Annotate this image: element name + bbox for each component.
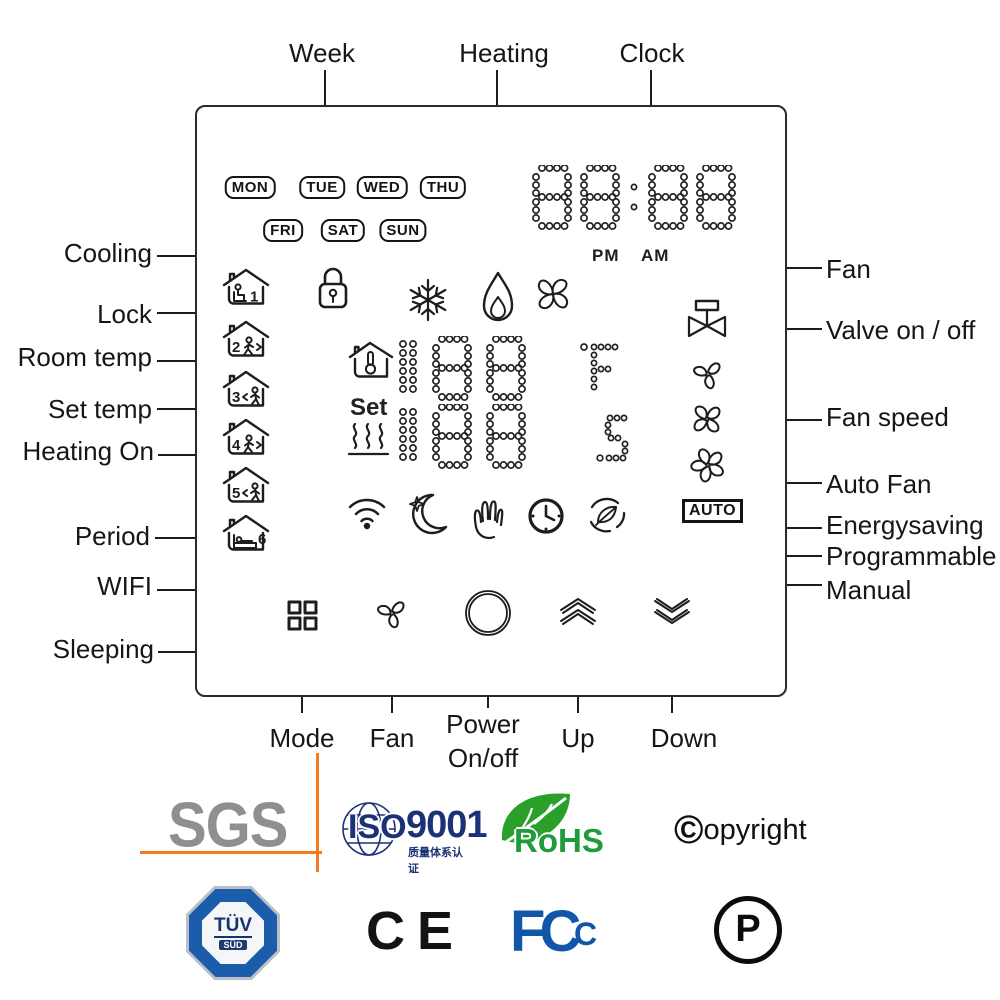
callout-heating-on: Heating On	[22, 436, 154, 466]
day-badge-wed: WED	[356, 176, 408, 199]
am-indicator: AM	[641, 246, 670, 265]
clock-programmable-icon	[525, 495, 567, 537]
rohs-logo: RoHS	[492, 786, 612, 870]
callout-fan: Fan	[826, 254, 871, 284]
down-chevrons-icon	[652, 598, 692, 628]
pm-indicator: PM	[592, 246, 620, 265]
callout-fan-bottom: Fan	[369, 723, 415, 753]
tuv-sud-logo: TÜV SÜD	[186, 886, 280, 980]
callout-down: Down	[650, 723, 718, 753]
callout-cooling: Cooling	[63, 238, 152, 268]
room-temp-house-icon	[348, 340, 394, 380]
wifi-icon	[346, 492, 388, 530]
tuv-sud-text: SÜD	[219, 939, 247, 950]
callout-clock: Clock	[619, 38, 685, 68]
house-period-4-icon: 4	[222, 416, 286, 456]
temp-unit-f	[580, 340, 622, 398]
iso-text: ISO	[348, 808, 407, 846]
mode-grid-icon	[287, 600, 319, 632]
callout-period: Period	[74, 521, 150, 551]
callout-heating: Heating	[459, 38, 549, 68]
day-badge-sun: SUN	[379, 219, 427, 242]
house-period-3-icon: 3	[222, 368, 286, 408]
heating-on-waves-icon	[348, 423, 392, 457]
up-chevrons-icon	[558, 596, 598, 626]
thermostat-panel	[195, 105, 787, 697]
callout-set-temp: Set temp	[47, 394, 152, 424]
callout-programmable: Programmable	[826, 541, 997, 571]
temp-display-row1	[398, 336, 540, 402]
day-badge-thu: THU	[419, 176, 467, 199]
auto-fan-badge: AUTO	[682, 499, 744, 523]
callout-energysaving: Energysaving	[826, 510, 984, 540]
house-period-6-icon: 6	[222, 512, 286, 552]
iso-chinese-caption: 质量体系认证	[408, 847, 463, 875]
fan-speed-high-icon	[684, 442, 732, 488]
callout-wifi: WIFI	[97, 571, 152, 601]
day-badge-tue: TUE	[299, 176, 345, 199]
callout-auto-fan: Auto Fan	[826, 469, 932, 499]
p-letter: P	[735, 907, 761, 950]
clock-display	[532, 165, 744, 231]
svg-text:5: 5	[232, 485, 240, 502]
flame-heating-icon	[477, 269, 519, 327]
iso-number: 9001	[406, 804, 488, 846]
day-badge-mon: MON	[224, 176, 276, 199]
fcc-inner-c: C	[574, 916, 598, 952]
set-label: Set	[350, 394, 388, 421]
svg-text:6: 6	[258, 531, 266, 548]
copyright-logo: ©opyright	[674, 808, 807, 853]
house-period-5-icon: 5	[222, 464, 286, 504]
moon-sleeping-icon	[408, 492, 448, 538]
house-period-2-icon: 2	[222, 318, 286, 358]
sgs-accent-horizontal	[140, 851, 322, 854]
iso9001-logo: ISO 9001 质量体系认证	[340, 796, 488, 875]
callout-mode: Mode	[269, 723, 335, 753]
svg-text:4: 4	[232, 437, 241, 454]
day-badge-fri: FRI	[263, 219, 303, 242]
callout-fan-speed: Fan speed	[826, 402, 949, 432]
temp-unit-5	[596, 408, 638, 466]
svg-text:1: 1	[250, 289, 258, 306]
tuv-text: TÜV	[214, 915, 252, 938]
snowflake-cooling-icon	[405, 275, 451, 325]
rohs-text: RoHS	[514, 822, 604, 859]
leader-auto-fan-h2	[756, 482, 822, 484]
callout-week: Week	[289, 38, 355, 68]
copyright-text: opyright	[703, 814, 807, 846]
callout-manual: Manual	[826, 575, 912, 605]
callout-power-line2: On/off	[447, 743, 519, 773]
fan-icon	[531, 272, 575, 316]
callout-valve: Valve on / off	[826, 315, 976, 345]
day-badge-sat: SAT	[320, 219, 366, 242]
rohs-leaf-icon	[501, 793, 570, 844]
callout-room-temp: Room temp	[17, 342, 152, 372]
fcc-logo: FC C	[510, 898, 597, 965]
ce-mark: CE	[366, 901, 466, 961]
valve-icon	[684, 298, 730, 340]
callout-sleeping: Sleeping	[52, 634, 154, 664]
fan-speed-low-icon	[690, 356, 726, 392]
copyright-symbol: ©	[674, 808, 704, 852]
leaf-energysaving-icon	[584, 494, 630, 534]
fcc-c: C	[539, 899, 582, 964]
fan-button-icon	[373, 594, 411, 632]
sgs-accent-vertical	[316, 753, 319, 872]
callout-up: Up	[561, 723, 595, 753]
hand-manual-icon	[468, 496, 506, 544]
house-period-1-icon: ​ 1	[222, 266, 286, 306]
lock-icon	[314, 265, 352, 311]
fan-speed-mid-icon	[686, 398, 728, 440]
callout-lock: Lock	[97, 299, 152, 329]
svg-text:2: 2	[232, 339, 240, 356]
power-circle-icon	[464, 589, 512, 639]
sgs-logo: SGS	[168, 790, 288, 861]
temp-display-row2	[398, 404, 540, 470]
callout-power-line1: Power	[446, 709, 520, 739]
svg-text:3: 3	[232, 389, 240, 406]
p-circle-mark: P	[714, 896, 782, 964]
fcc-f: F	[510, 899, 546, 964]
